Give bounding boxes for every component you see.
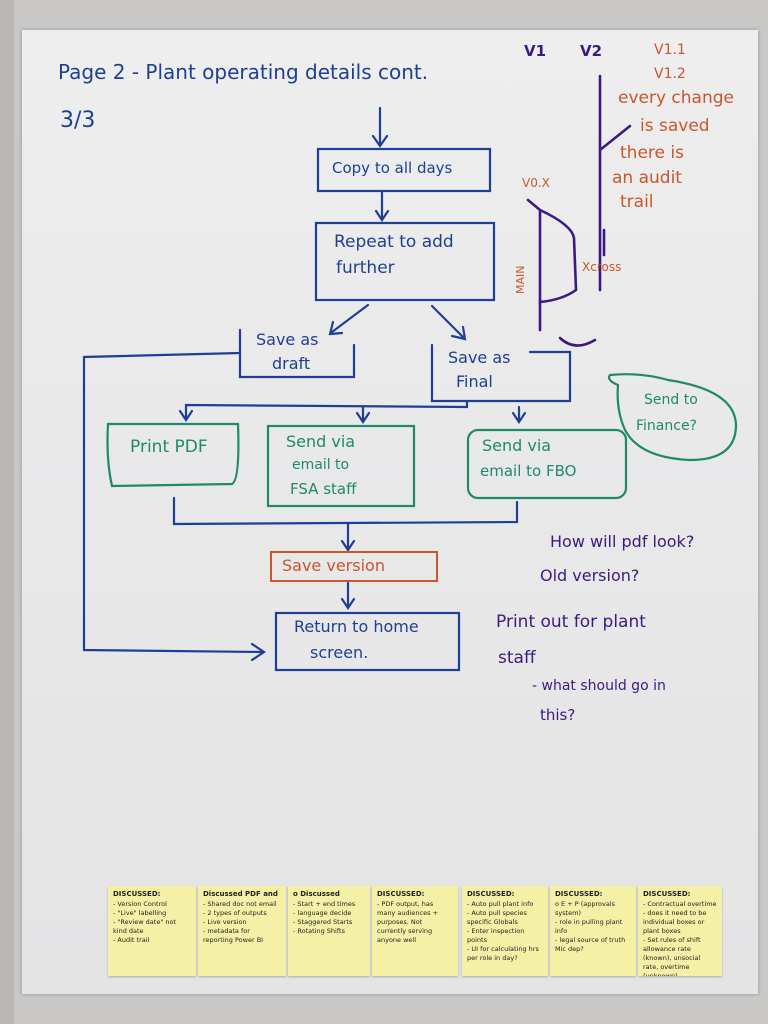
sticky-title: Discussed PDF and bbox=[203, 890, 278, 898]
copy-box bbox=[316, 147, 492, 193]
note-line5: trail bbox=[620, 192, 654, 212]
page-number: 3/3 bbox=[60, 108, 96, 133]
question2-line2: staff bbox=[498, 648, 536, 668]
sticky-note: DISCUSSED: o E + P (approvals system) - … bbox=[550, 886, 636, 976]
sticky-line: - Version Control bbox=[113, 900, 167, 908]
sticky-line: - Auto pull plant info bbox=[467, 900, 534, 908]
sticky-title: DISCUSSED: bbox=[113, 890, 161, 898]
note-line1: every change bbox=[618, 88, 734, 108]
sticky-note: o Discussed - Start + end times - langua… bbox=[288, 886, 370, 976]
return-box bbox=[274, 611, 461, 672]
sticky-note: DISCUSSED: - Version Control - "Live" la… bbox=[108, 886, 196, 976]
note-line4: an audit bbox=[612, 168, 682, 188]
question1-line2: Old version? bbox=[540, 566, 640, 585]
question2-line4: this? bbox=[540, 706, 576, 724]
fsa-box bbox=[266, 424, 416, 508]
sticky-note: DISCUSSED: - PDF output, has many audien… bbox=[372, 886, 458, 976]
v2-label: V2 bbox=[580, 42, 603, 60]
xcross-label: Xcross bbox=[582, 260, 622, 274]
sticky-title: DISCUSSED: bbox=[555, 890, 603, 898]
fbo-box bbox=[466, 428, 628, 500]
sticky-line: - language decide bbox=[293, 909, 352, 917]
sticky-line: - "Review date" not kind date bbox=[113, 918, 177, 935]
final-label-line1: Save as bbox=[448, 348, 511, 367]
sticky-line: - Shared doc not email bbox=[203, 900, 277, 908]
sticky-line: - Rotating Shifts bbox=[293, 927, 345, 935]
fbo-label-line1: Send via bbox=[482, 436, 552, 455]
sticky-title: DISCUSSED: bbox=[467, 890, 515, 898]
sticky-line: - UI for calculating hrs per role in day… bbox=[467, 945, 539, 962]
sticky-line: - Audit trail bbox=[113, 936, 150, 944]
repeat-label-line1: Repeat to add bbox=[334, 232, 454, 252]
fsa-label-line3: FSA staff bbox=[290, 480, 357, 498]
return-label-line1: Return to home bbox=[294, 617, 419, 636]
sticky-line: - "Live" labelling bbox=[113, 909, 167, 917]
v12-label: V1.2 bbox=[654, 66, 686, 82]
question2-line1: Print out for plant bbox=[496, 612, 646, 632]
sticky-line: - 2 types of outputs bbox=[203, 909, 267, 917]
sticky-note: DISCUSSED: - Auto pull plant info - Auto… bbox=[462, 886, 548, 976]
save-version-label: Save version bbox=[282, 556, 385, 575]
sticky-line: - Live version bbox=[203, 918, 247, 926]
save-version-box bbox=[270, 551, 438, 582]
arrowhead bbox=[371, 134, 389, 148]
sticky-line: - PDF output, has many audiences + purpo… bbox=[377, 900, 438, 944]
sticky-line: o E + P (approvals system) bbox=[555, 900, 616, 917]
v0x-label: V0.X bbox=[522, 176, 550, 190]
sticky-line: - Enter inspection points bbox=[467, 927, 525, 944]
sticky-line: - Start + end times bbox=[293, 900, 356, 908]
page-title: Page 2 - Plant operating details cont. bbox=[58, 60, 429, 84]
sticky-line: - Staggered Starts bbox=[293, 918, 353, 926]
fsa-label-line1: Send via bbox=[286, 432, 356, 451]
sticky-title: DISCUSSED: bbox=[643, 890, 691, 898]
draft-label-line2: draft bbox=[272, 354, 311, 373]
sticky-line: - metadata for reporting Power BI bbox=[203, 927, 264, 944]
finance-label-line2: Finance? bbox=[636, 418, 697, 434]
sticky-line: - Contractual overtime bbox=[643, 900, 717, 908]
fbo-label-line2: email to FBO bbox=[480, 462, 577, 480]
question2-line3: - what should go in bbox=[532, 678, 666, 694]
final-box bbox=[430, 343, 572, 403]
sticky-line: - Set rules of shift allowance rate (kno… bbox=[643, 936, 701, 976]
fsa-label-line2: email to bbox=[292, 457, 350, 473]
sticky-line: - Auto pull species specific Globals bbox=[467, 909, 527, 926]
final-label-line2: Final bbox=[456, 372, 493, 391]
v1-label: V1 bbox=[524, 42, 547, 60]
v11-label: V1.1 bbox=[654, 42, 686, 58]
finance-label-line1: Send to bbox=[644, 392, 698, 408]
sticky-line: - role in pulling plant info bbox=[555, 918, 623, 935]
sticky-title: DISCUSSED: bbox=[377, 890, 425, 898]
sticky-title: o Discussed bbox=[293, 890, 340, 898]
question1-line1: How will pdf look? bbox=[550, 532, 695, 551]
sticky-note: DISCUSSED: - Contractual overtime - does… bbox=[638, 886, 722, 976]
repeat-box bbox=[314, 221, 496, 302]
wall bbox=[0, 0, 14, 1024]
sticky-line: - legal source of truth Mic dep? bbox=[555, 936, 626, 953]
sticky-note: Discussed PDF and - Shared doc not email… bbox=[198, 886, 286, 976]
print-pdf-box bbox=[106, 422, 240, 488]
finance-bubble bbox=[607, 373, 738, 462]
note-line2: is saved bbox=[640, 116, 710, 136]
copy-label: Copy to all days bbox=[332, 159, 453, 177]
sticky-line: - does it need to be individual boxes or… bbox=[643, 909, 707, 935]
main-label: MAIN bbox=[514, 265, 527, 295]
return-label-line2: screen. bbox=[310, 643, 369, 662]
repeat-label-line2: further bbox=[336, 258, 395, 278]
print-pdf-label: Print PDF bbox=[130, 437, 208, 457]
draft-label-line1: Save as bbox=[256, 330, 319, 349]
note-line3: there is bbox=[620, 143, 684, 163]
